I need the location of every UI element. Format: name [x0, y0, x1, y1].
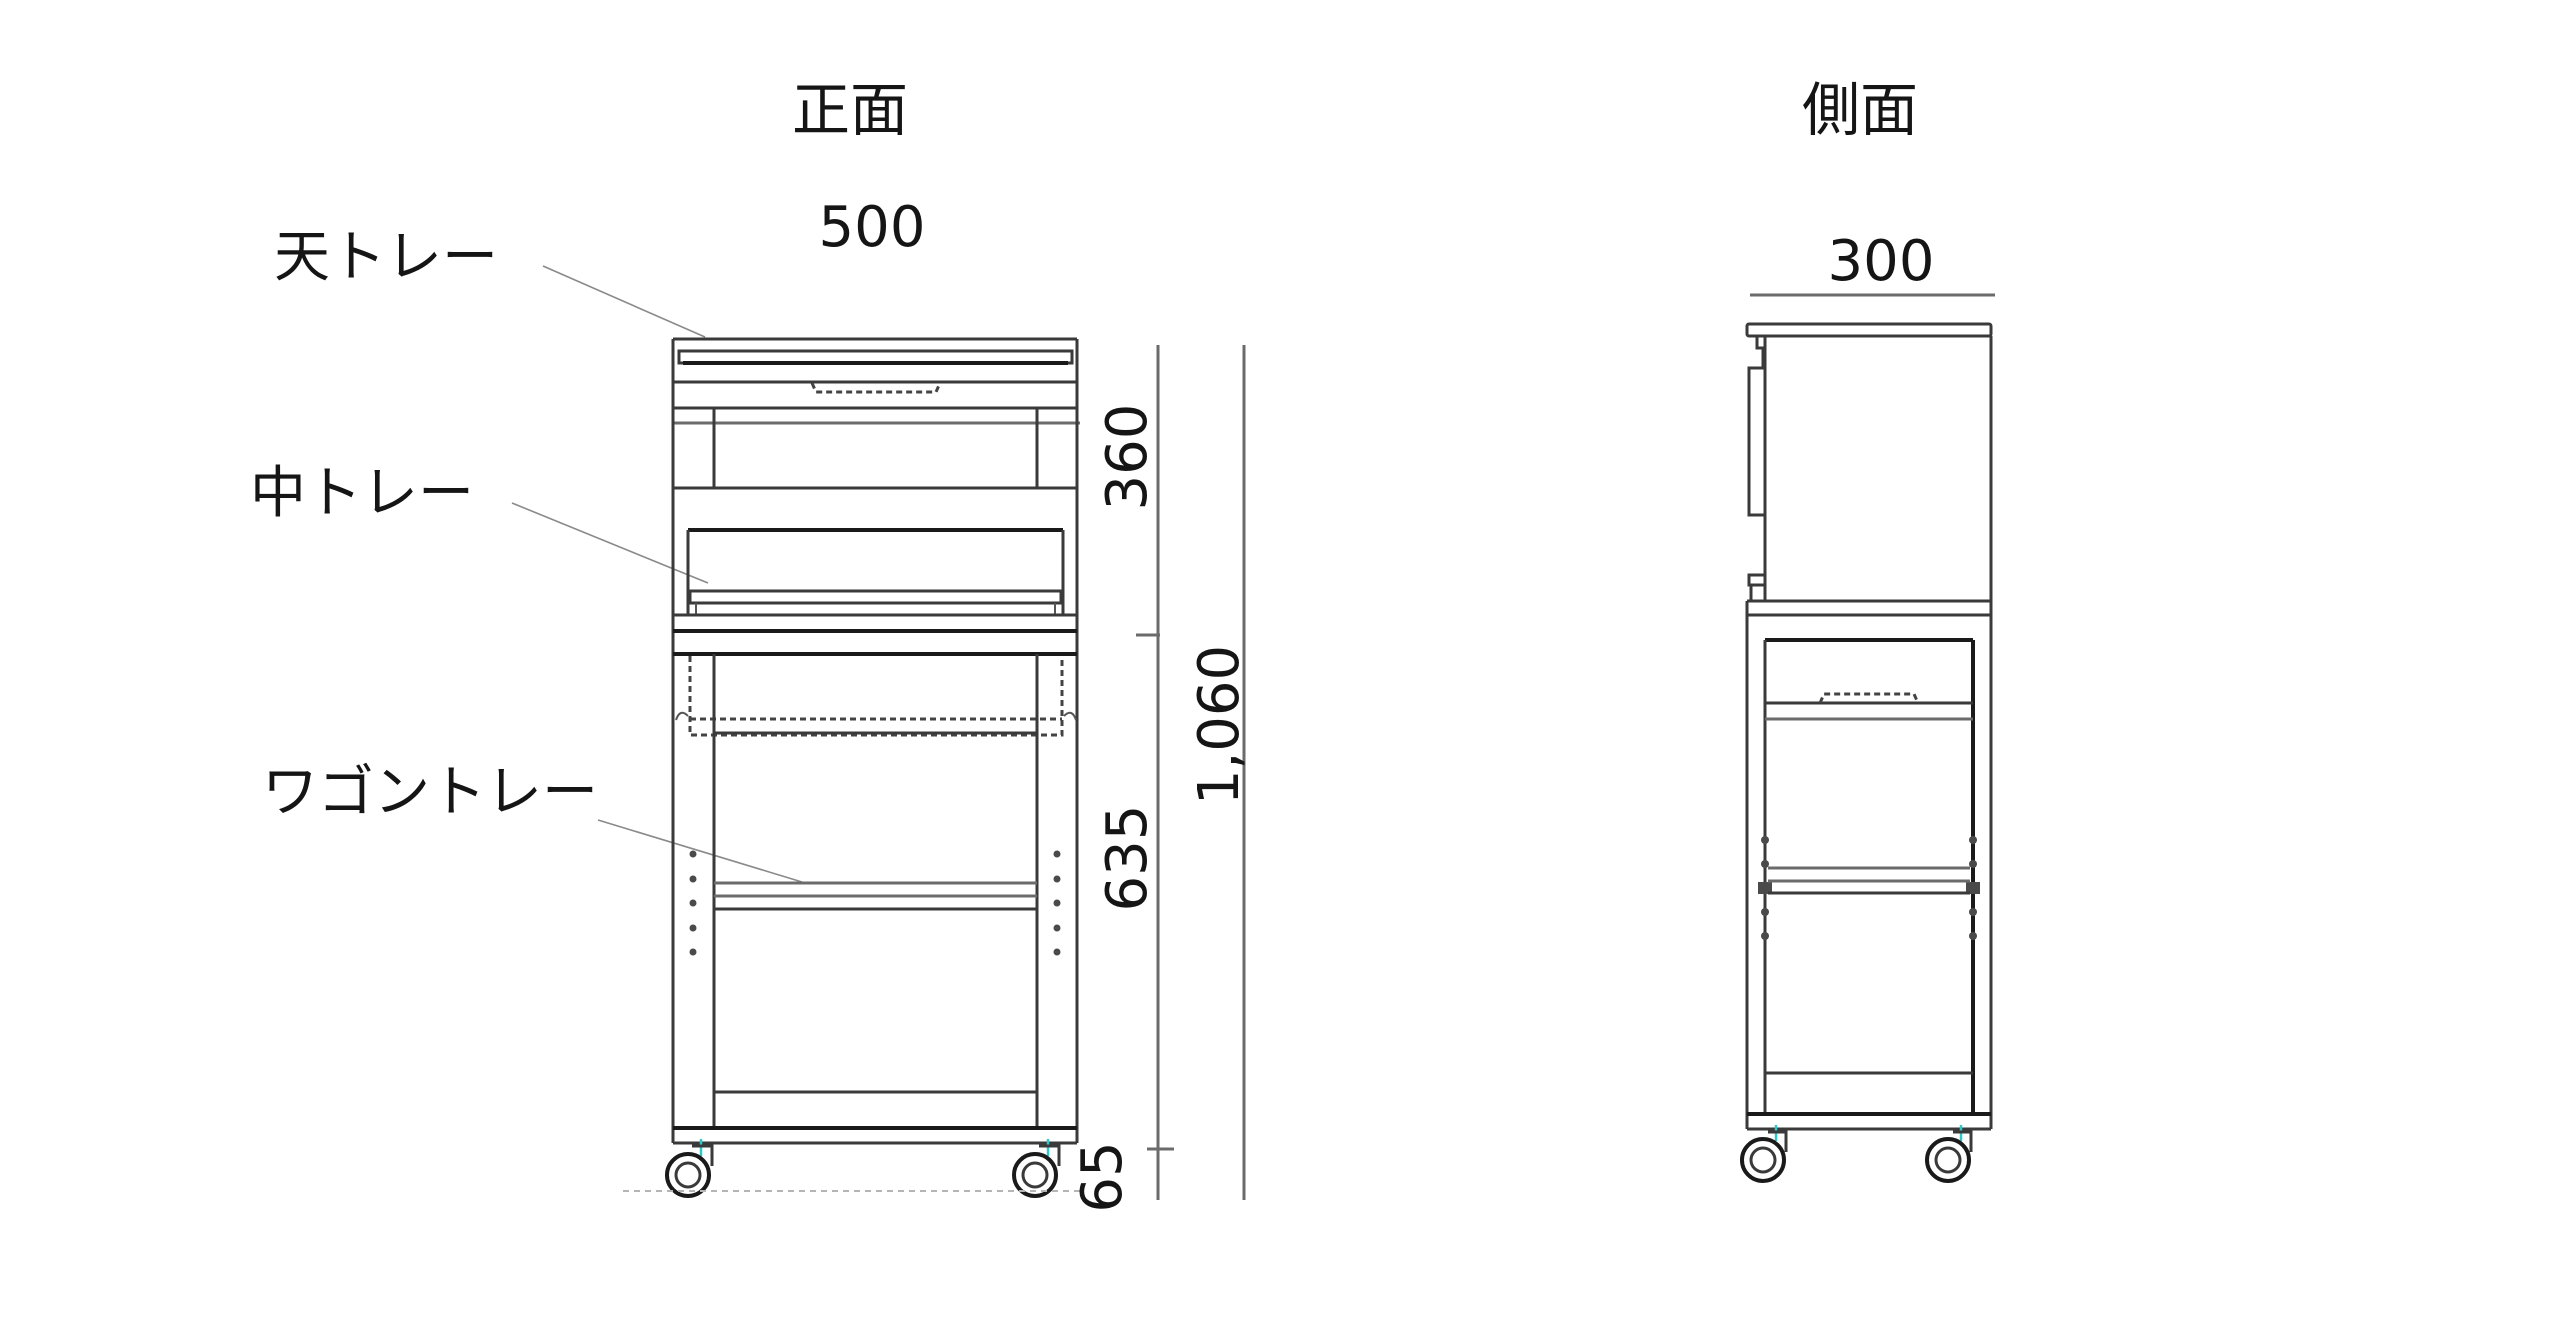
- side-casters: [1740, 1125, 1973, 1183]
- side-drawer-handle-hidden: [1818, 692, 1920, 704]
- front-peg-holes: [689, 850, 1061, 956]
- side-depth-dimension-value: 300: [1827, 229, 1935, 294]
- front-counter: [673, 613, 1077, 656]
- total-height-dimension-value: 1,060: [1187, 644, 1252, 806]
- front-width-dimension-value: 500: [818, 195, 926, 260]
- top-tray-label: 天トレー: [274, 225, 498, 290]
- upper-height-dimension-value: 360: [1095, 403, 1160, 511]
- middle-height-dimension-value: 635: [1095, 804, 1160, 912]
- top-tray-handle-hidden: [810, 382, 942, 394]
- side-view-title: 側面: [1801, 76, 1919, 144]
- front-view: [511, 265, 1246, 1200]
- wagon-tray-label: ワゴントレー: [262, 760, 598, 825]
- caster-height-dimension-value: 65: [1070, 1141, 1135, 1213]
- wagon-tray: [714, 881, 1037, 911]
- top-tray: [673, 337, 1077, 410]
- middle-tray: [686, 528, 1065, 615]
- front-height-dimensions: [1136, 345, 1246, 1200]
- hidden-drawer: [675, 656, 1077, 737]
- front-casters: [665, 1139, 1061, 1198]
- middle-tray-leader-line: [511, 502, 709, 584]
- side-view: [1740, 293, 1995, 1183]
- top-tray-leader-line: [542, 265, 706, 338]
- side-peg-holes: [1758, 836, 1980, 940]
- wagon-tray-leader-line: [597, 819, 803, 883]
- front-view-title: 正面: [791, 76, 909, 144]
- middle-tray-label: 中トレー: [250, 461, 474, 526]
